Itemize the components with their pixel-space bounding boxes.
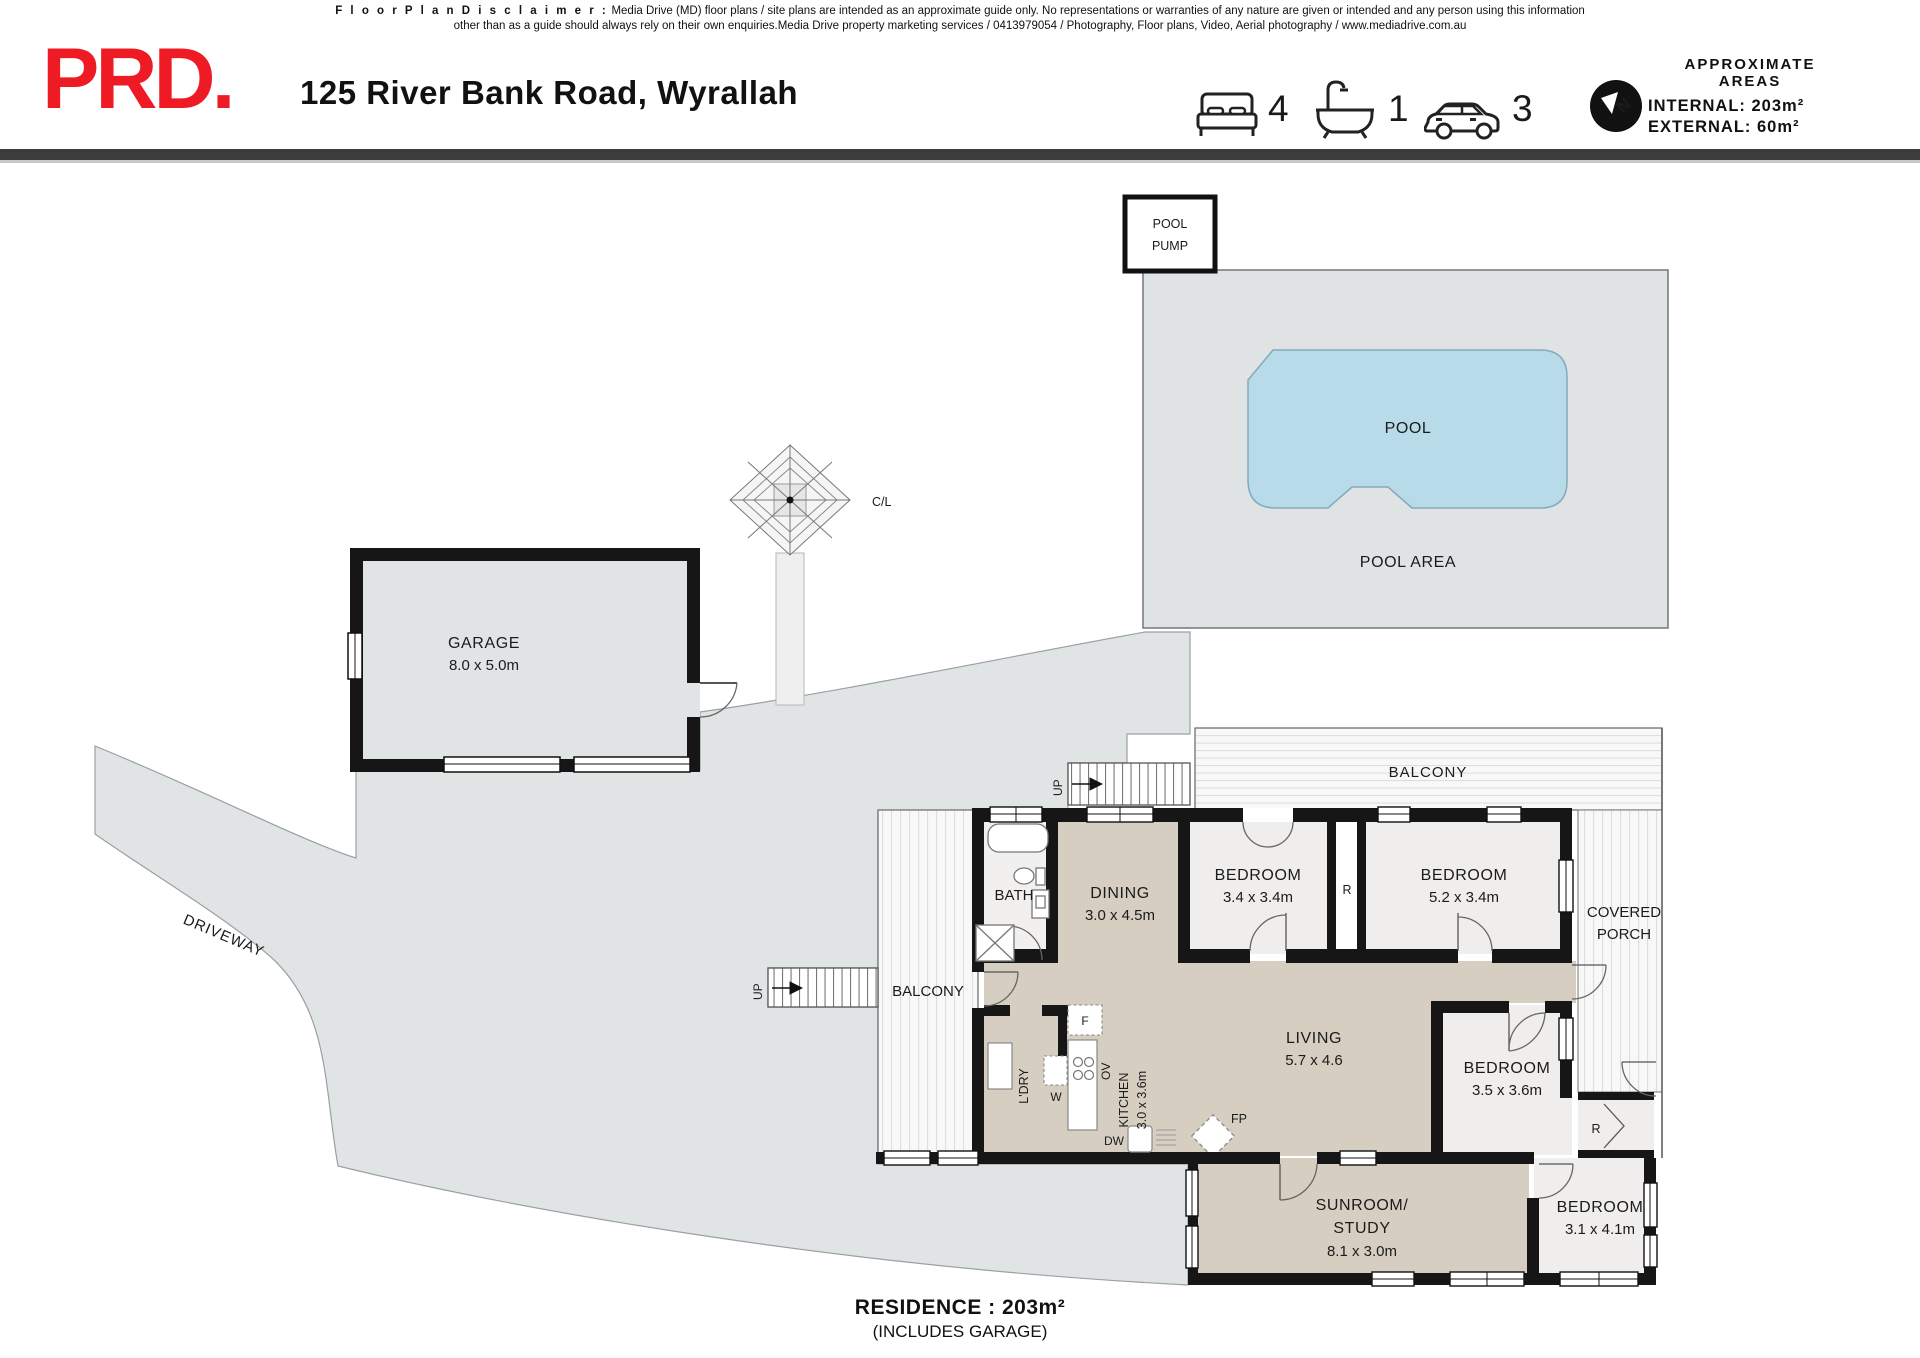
bedroom1-dim: 3.4 x 3.4m bbox=[1223, 889, 1293, 906]
balcony-left: BALCONY bbox=[877, 809, 979, 1155]
kitchen-dim: 3.0 x 3.6m bbox=[1135, 1071, 1149, 1129]
header-divider bbox=[0, 149, 1920, 163]
robe1-label: R bbox=[1342, 883, 1351, 897]
living-dim: 5.7 x 4.6 bbox=[1285, 1052, 1343, 1069]
garage-dim: 8.0 x 5.0m bbox=[449, 657, 519, 674]
compass-north-icon: N bbox=[1590, 80, 1642, 132]
bath-label: BATH bbox=[995, 887, 1034, 904]
disclaimer-line2: other than as a guide should always rely… bbox=[453, 20, 1467, 32]
stairs-left: UP bbox=[751, 967, 879, 1008]
stairs-left-up-label: UP bbox=[751, 983, 765, 1000]
page-title: 125 River Bank Road, Wyrallah bbox=[300, 74, 799, 111]
sunroom-label-1: SUNROOM/ bbox=[1316, 1197, 1409, 1214]
clothesline-icon bbox=[729, 444, 851, 556]
washer-label: W bbox=[1050, 1090, 1062, 1104]
dishwasher-label: DW bbox=[1104, 1134, 1125, 1148]
bedroom2-label: BEDROOM bbox=[1421, 867, 1508, 884]
pool-shape bbox=[1247, 349, 1568, 509]
bedroom2-dim: 5.2 x 3.4m bbox=[1429, 889, 1499, 906]
fireplace-label: FP bbox=[1231, 1112, 1247, 1126]
residence-total: RESIDENCE : 203m² bbox=[854, 1296, 1066, 1319]
approximate-areas: APPROXIMATE AREAS INTERNAL: 203m² EXTERN… bbox=[1640, 56, 1860, 138]
areas-title-2: AREAS bbox=[1718, 73, 1782, 90]
pool-pump-label-1: POOL bbox=[1153, 217, 1188, 231]
fireplace-icon: FP bbox=[1190, 1112, 1247, 1159]
bed-icon bbox=[1196, 92, 1258, 136]
pool-area-label: POOL AREA bbox=[1360, 554, 1456, 571]
disclaimer-line1: Media Drive (MD) floor plans / site plan… bbox=[608, 5, 1585, 17]
car-count: 3 bbox=[1512, 88, 1533, 129]
covered-porch-label-2: PORCH bbox=[1597, 926, 1651, 943]
pool-area: POOL POOL AREA bbox=[1142, 269, 1669, 629]
bedroom3-dim: 3.5 x 3.6m bbox=[1472, 1082, 1542, 1099]
prd-logo: PRD. bbox=[42, 31, 235, 127]
dining-dim: 3.0 x 4.5m bbox=[1085, 907, 1155, 924]
kitchen-fixtures: W F OV DW bbox=[987, 1004, 1176, 1153]
bath-icon bbox=[1316, 80, 1374, 139]
living-label: LIVING bbox=[1286, 1030, 1342, 1047]
sunroom-label-2: STUDY bbox=[1333, 1220, 1390, 1237]
garage-label: GARAGE bbox=[448, 635, 520, 652]
balcony-top: BALCONY bbox=[1194, 727, 1663, 811]
bedroom4-label: BEDROOM bbox=[1557, 1199, 1644, 1216]
bath-count: 1 bbox=[1388, 88, 1409, 129]
doors bbox=[983, 808, 1657, 1201]
room-labels: BATH DINING 3.0 x 4.5m BEDROOM 3.4 x 3.4… bbox=[995, 867, 1644, 1260]
bedroom4-dim: 3.1 x 4.1m bbox=[1565, 1221, 1635, 1238]
bedroom1-label: BEDROOM bbox=[1215, 867, 1302, 884]
laundry-label: L'DRY bbox=[1017, 1068, 1031, 1104]
pool-pump: POOL PUMP bbox=[1122, 194, 1218, 274]
areas-title-1: APPROXIMATE bbox=[1684, 56, 1816, 73]
bedroom3-label: BEDROOM bbox=[1464, 1060, 1551, 1077]
kitchen-label: KITCHEN bbox=[1117, 1073, 1131, 1128]
bath-fixtures bbox=[975, 823, 1050, 962]
garage-windows bbox=[347, 632, 691, 773]
fridge-label: F bbox=[1081, 1014, 1088, 1028]
internal-area: INTERNAL: 203m² bbox=[1648, 97, 1805, 115]
balcony-top-label: BALCONY bbox=[1389, 764, 1468, 781]
windows bbox=[883, 806, 1658, 1287]
pool-pump-label-2: PUMP bbox=[1152, 239, 1188, 253]
disclaimer-title: F l o o r P l a n D i s c l a i m e r : bbox=[335, 5, 609, 17]
residence-note: (INCLUDES GARAGE) bbox=[872, 1322, 1048, 1341]
residence-summary: RESIDENCE : 203m² (INCLUDES GARAGE) bbox=[0, 1296, 1920, 1342]
pool-label: POOL bbox=[1385, 420, 1432, 437]
stairs-top: UP bbox=[1051, 762, 1191, 806]
robe2-label: R bbox=[1591, 1122, 1600, 1136]
covered-porch-label-1: COVERED bbox=[1587, 904, 1661, 921]
dining-label: DINING bbox=[1090, 885, 1150, 902]
stairs-top-up-label: UP bbox=[1051, 779, 1065, 796]
external-area: EXTERNAL: 60m² bbox=[1648, 118, 1800, 136]
car-icon bbox=[1424, 102, 1500, 140]
robe2-bifold-door bbox=[1603, 1103, 1625, 1149]
clothesline-path bbox=[775, 552, 805, 706]
sunroom-dim: 8.1 x 3.0m bbox=[1327, 1243, 1397, 1260]
balcony-left-label: BALCONY bbox=[892, 983, 964, 1000]
disclaimer: F l o o r P l a n D i s c l a i m e r : … bbox=[0, 4, 1920, 34]
clothesline-label: C/L bbox=[872, 495, 892, 509]
floors bbox=[984, 822, 1654, 1278]
oven-label: OV bbox=[1099, 1063, 1113, 1080]
covered-porch: COVERED PORCH bbox=[1577, 809, 1663, 1093]
bed-count: 4 bbox=[1268, 88, 1289, 129]
walls bbox=[876, 808, 1656, 1285]
garage-door bbox=[699, 682, 738, 718]
room-garage: GARAGE 8.0 x 5.0m bbox=[347, 548, 738, 773]
